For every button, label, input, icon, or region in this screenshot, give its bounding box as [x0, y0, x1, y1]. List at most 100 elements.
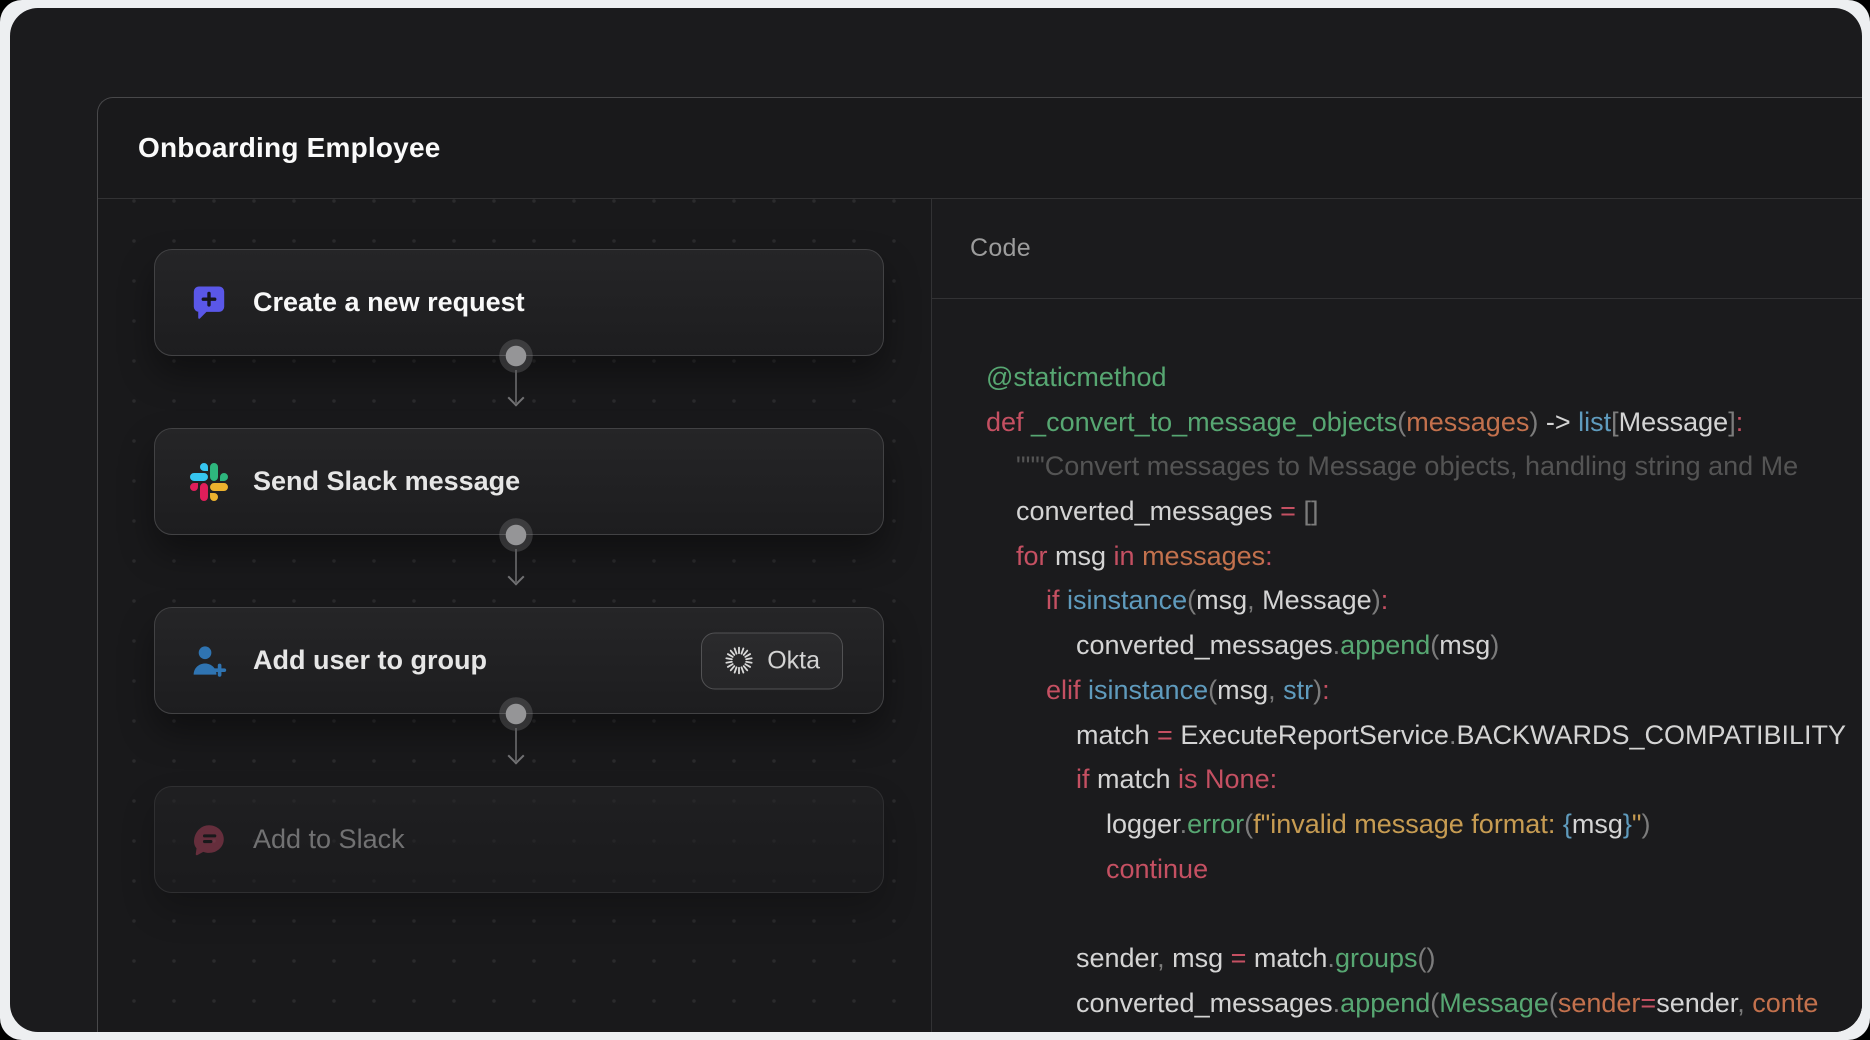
code-token: Message — [1262, 585, 1372, 616]
panel-header: Onboarding Employee — [98, 98, 1862, 199]
code-token: converted_messages — [1076, 630, 1333, 661]
code-token: . — [1327, 942, 1335, 973]
code-token: -> — [1538, 406, 1579, 437]
step-label: Add user to group — [253, 645, 487, 675]
code-token: match — [1076, 719, 1158, 750]
code-line: @staticmethod — [932, 355, 1862, 400]
code-token: [] — [1303, 496, 1319, 527]
code-token: msg — [1217, 674, 1269, 705]
code-token: if — [1046, 585, 1068, 616]
code-panel-title: Code — [970, 234, 1031, 262]
code-line: for msg in messages: — [932, 534, 1862, 579]
code-token: , — [1737, 987, 1753, 1018]
connector-node-icon — [499, 518, 533, 552]
code-token: append — [1340, 987, 1431, 1018]
code-token: ( — [1397, 406, 1407, 437]
code-token: ( — [1430, 630, 1440, 661]
code-token: = — [1640, 987, 1657, 1018]
code-token: logger — [1106, 808, 1180, 839]
okta-badge[interactable]: Okta — [701, 632, 843, 689]
code-token: Message — [1618, 406, 1729, 437]
code-token: . — [1448, 719, 1457, 750]
connector-line — [515, 549, 517, 582]
code-token: in — [1113, 540, 1143, 571]
arrow-down-icon — [507, 568, 525, 586]
code-token: , — [1157, 942, 1173, 973]
code-token: f"invalid message format: — [1253, 808, 1563, 839]
code-token: continue — [1106, 853, 1209, 884]
code-line: converted_messages.append(Message(sender… — [932, 981, 1862, 1026]
code-token: ) — [1641, 808, 1651, 839]
workflow-step-send-slack-message[interactable]: Send Slack message — [154, 428, 884, 535]
code-lines: @staticmethod def _convert_to_message_obj… — [932, 299, 1862, 1025]
connector — [496, 339, 536, 407]
code-token: isinstance — [1088, 674, 1209, 705]
workflow-step-add-user-to-group[interactable]: Add user to group — [154, 607, 884, 714]
code-panel: Code @staticmethod def _convert_to_messag… — [931, 199, 1862, 1032]
code-token: ( — [1548, 987, 1558, 1018]
code-line: match = ExecuteReportService.BACKWARDS_C… — [932, 713, 1862, 758]
code-token: " — [1631, 808, 1642, 839]
panel-body: Create a new request — [98, 199, 1862, 1032]
code-token: converted_messages — [1016, 496, 1281, 527]
connector-line — [515, 728, 517, 761]
code-token: str — [1283, 674, 1314, 705]
code-token: () — [1417, 942, 1436, 973]
code-token: : — [1735, 406, 1744, 437]
connector-node-icon — [499, 697, 533, 731]
step-label: Add to Slack — [253, 824, 405, 854]
page-title: Onboarding Employee — [138, 132, 441, 163]
code-token: _convert_to_message_objects — [1031, 406, 1398, 437]
code-line: def _convert_to_message_objects(messages… — [932, 400, 1862, 445]
code-token: BACKWARDS_COMPATIBILITY — [1456, 719, 1847, 750]
code-token: = — [1280, 496, 1304, 527]
code-token: msg — [1439, 630, 1491, 661]
code-token: . — [1179, 808, 1188, 839]
code-token: = — [1230, 942, 1254, 973]
code-token: """Convert messages to Message objects, … — [1016, 451, 1799, 482]
code-token: @staticmethod — [986, 362, 1167, 392]
connector-line — [515, 370, 517, 403]
code-token: . — [1332, 987, 1341, 1018]
code-token: match — [1253, 942, 1328, 973]
code-token: ) — [1529, 406, 1539, 437]
code-token: , — [1268, 674, 1284, 705]
code-token: sender — [1656, 987, 1738, 1018]
code-token: messages — [1406, 406, 1530, 437]
code-token: match — [1097, 764, 1179, 795]
code-token: append — [1340, 630, 1431, 661]
code-line: """Convert messages to Message objects, … — [932, 444, 1862, 489]
connector — [496, 697, 536, 765]
connector — [496, 518, 536, 586]
code-line: logger.error(f"invalid message format: {… — [932, 802, 1862, 847]
code-token: [ — [1611, 406, 1619, 437]
app-window: Onboarding Employee Create a new request — [10, 8, 1862, 1032]
okta-badge-label: Okta — [767, 646, 820, 674]
code-line: elif isinstance(msg, str): — [932, 668, 1862, 713]
code-token: ( — [1430, 987, 1440, 1018]
code-token: isinstance — [1067, 585, 1188, 616]
code-line: converted_messages.append(msg) — [932, 623, 1862, 668]
code-token: if — [1076, 764, 1098, 795]
code-token: msg — [1172, 942, 1231, 973]
code-token: ( — [1208, 674, 1218, 705]
code-token: : — [1322, 674, 1330, 705]
workflow-step-add-to-slack[interactable]: Add to Slack — [154, 786, 884, 893]
code-token: : — [1380, 585, 1389, 616]
code-token: = — [1157, 719, 1181, 750]
code-token: , — [1247, 585, 1263, 616]
code-token: sender — [1557, 987, 1641, 1018]
okta-logo-icon — [724, 646, 754, 676]
arrow-down-icon — [507, 747, 525, 765]
code-token: ) — [1313, 674, 1323, 705]
code-token: sender — [1076, 942, 1158, 973]
code-token: . — [1332, 630, 1341, 661]
workflow-step-create-request[interactable]: Create a new request — [154, 249, 884, 356]
code-token: msg — [1571, 808, 1623, 839]
slack-icon — [189, 462, 229, 502]
code-token: is None: — [1178, 764, 1278, 795]
code-token: ( — [1244, 808, 1254, 839]
code-token: elif — [1046, 674, 1089, 705]
